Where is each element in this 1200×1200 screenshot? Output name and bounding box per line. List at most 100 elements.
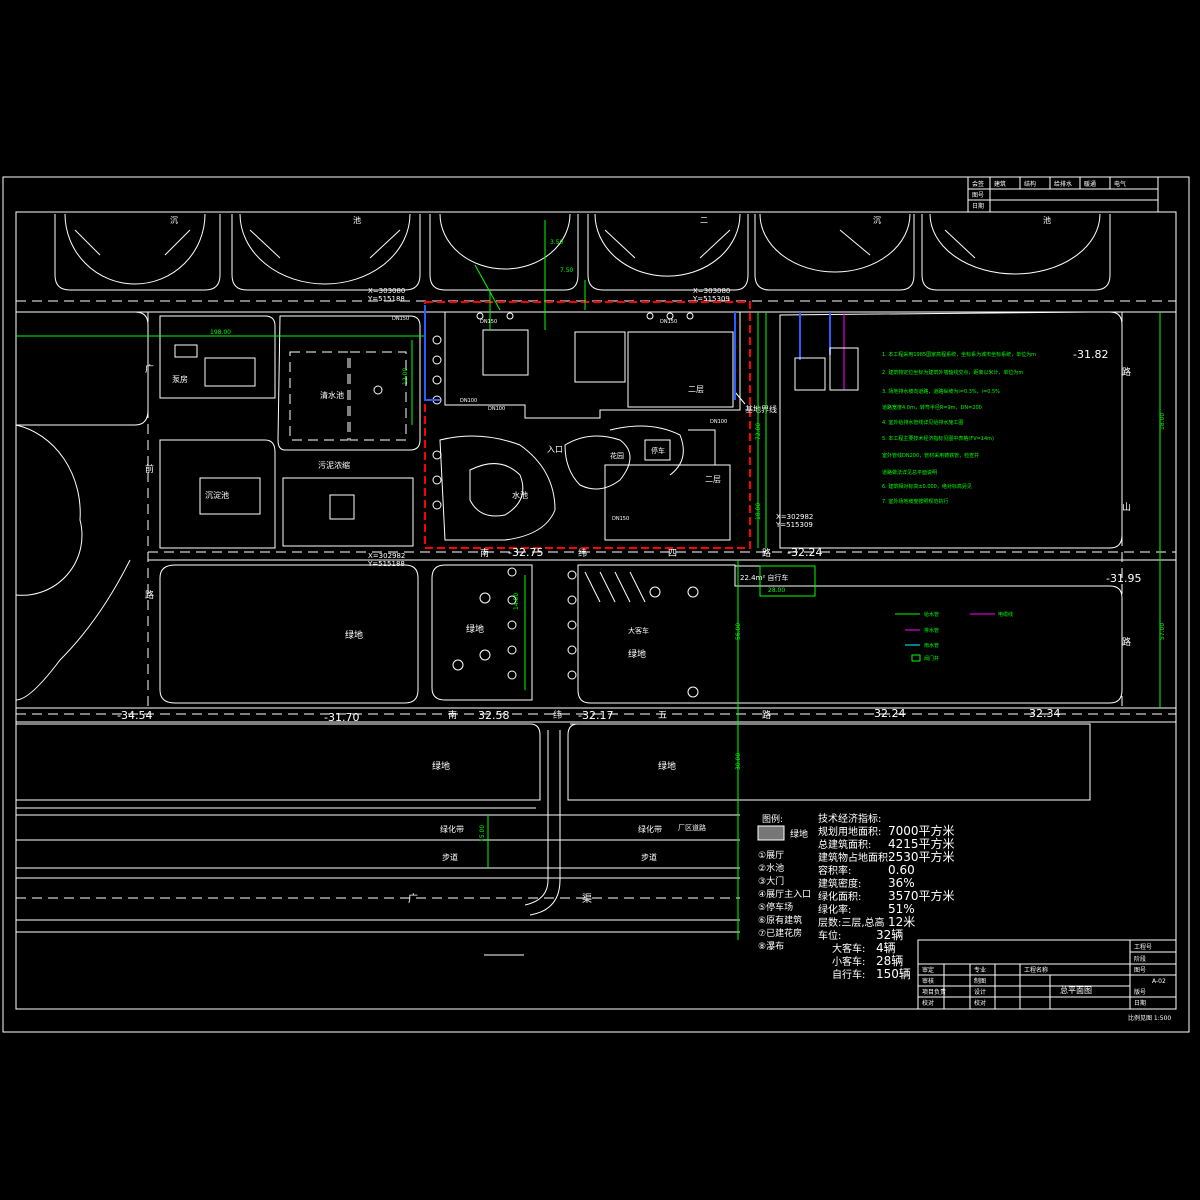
- indicator-label-4: 容积率:: [818, 864, 851, 877]
- legend-item-4: ④展厅主入口: [758, 888, 811, 900]
- walkway-label-2: 步道: [641, 852, 657, 862]
- elevation-8: -32.17: [578, 709, 613, 722]
- legend: 图例: 绿地 ①展厅 ②水池 ③大门 ④展厅主入口 ⑤停车场 ⑥原有建筑 ⑦已建…: [757, 813, 811, 952]
- drawing-number: A-02: [1152, 978, 1166, 985]
- garden: 水池 花园: [439, 425, 684, 541]
- left-road-label-2: 前: [145, 463, 154, 475]
- indicator-value-11: 28辆: [876, 954, 903, 968]
- indicator-value-12: 150辆: [876, 967, 911, 981]
- buildings: 二层 二层 入口 停车: [444, 311, 741, 541]
- indicator-value-2: 4215平方米: [888, 836, 955, 851]
- top-road: 沉 池 二 沉 池: [16, 215, 1176, 313]
- tb-row-4: 校对: [922, 999, 934, 1007]
- elevation-7: 32.58: [478, 709, 510, 722]
- indicator-label-6: 绿化面积:: [818, 890, 861, 903]
- south-road-5-char-3: 五: [658, 711, 667, 721]
- note-3: 3. 场地排水坡向道路，道路纵坡为i=0.3%，i=0.5%: [882, 388, 1000, 395]
- design-notes: 1. 本工程采用1985国家高程系统，坐标系为城市坐标系统，单位为m 2. 建筑…: [882, 351, 1036, 505]
- pipe-legend-4: 电缆线: [998, 611, 1013, 618]
- note-5c: 道路做法详见总平面说明: [882, 469, 937, 476]
- pipe-label-3: DN150: [480, 319, 497, 325]
- dimension-lines: 198.00 72.00 18.00 56.00 30.00 18.00 57.…: [16, 220, 1166, 940]
- green-blocks: 绿地 绿地 绿地 22.4m² 自行车 大客车: [159, 564, 1123, 704]
- note-5: 5. 本工程主要技术经济指标见图中表格(FV=14m): [882, 435, 994, 442]
- left-plant-area: 清水池 泵房 污泥浓缩 沉淀池: [15, 311, 421, 701]
- legend-item-7: ⑦已建花房: [758, 927, 802, 939]
- pipes: DN150 DN100 DN150 DN100 DN150 DN100 DN15…: [392, 305, 859, 522]
- canal-char-1: 广: [408, 893, 418, 905]
- right-road-label-2: 路: [1122, 636, 1131, 648]
- pipe-label-4: DN100: [488, 406, 505, 412]
- green-label-1: 绿地: [345, 629, 363, 641]
- coord-2-y: Y=515309: [692, 295, 730, 303]
- pipe-legend: 给水管 排水管 雨水管 电缆线 阀门井: [895, 611, 1013, 662]
- drawing-title: 总平面图: [1060, 985, 1092, 995]
- tb-right-5: 日期: [1134, 999, 1146, 1007]
- top-road-char-1: 沉: [170, 216, 178, 225]
- signoff-block: 会签 建筑 结构 给排水 暖通 电气 图号 日期: [967, 176, 1159, 213]
- pump-label: 泵房: [172, 374, 188, 384]
- coord-1-x: X=303080: [368, 287, 405, 295]
- indicator-label-7: 绿化率:: [818, 903, 851, 916]
- trees: [432, 312, 699, 698]
- green-belt-label-1: 绿化带: [440, 824, 464, 834]
- tb-row-1: 审定: [922, 966, 934, 974]
- indicator-label-8: 层数:三层,总高: [818, 916, 885, 929]
- green-label-2: 绿地: [466, 623, 484, 635]
- south-road-4: 南 纬 四 路: [148, 547, 1176, 561]
- green-label-4: 绿地: [432, 760, 450, 772]
- pipe-label-6: DN100: [710, 419, 727, 425]
- south-road-4-char-2: 纬: [578, 547, 587, 559]
- dim-7-5: 7.50: [560, 267, 574, 274]
- elevation-3: -32.24: [787, 546, 822, 559]
- legend-item-6: ⑥原有建筑: [758, 914, 802, 926]
- note-2: 2. 建筑物定位坐标为建筑外墙轴线交点，距离以米计，单位为m: [882, 369, 1023, 376]
- pipe-legend-2: 排水管: [924, 627, 939, 634]
- tb-cell-2: 制图: [974, 977, 986, 985]
- clearwater-label: 清水池: [320, 390, 344, 400]
- indicator-value-9: 32辆: [876, 928, 903, 942]
- sediment-label: 沉淀池: [205, 490, 229, 500]
- signoff-cell-1: 会签: [972, 180, 984, 188]
- boundary-label: 基地界线: [745, 404, 777, 414]
- coord-3-y: Y=515309: [775, 521, 813, 529]
- dim-57: 57.00: [1159, 623, 1166, 640]
- top-road-char-3: 二: [700, 216, 708, 225]
- indicator-value-4: 0.60: [888, 863, 915, 877]
- dim-12: 12.00: [402, 368, 409, 385]
- south-road-5-char-4: 路: [762, 709, 771, 721]
- walkway-label-1: 步道: [442, 852, 458, 862]
- note-1: 1. 本工程采用1985国家高程系统，坐标系为城市坐标系统，单位为m: [882, 351, 1036, 358]
- coord-2-x: X=303080: [693, 287, 730, 295]
- elevation-9: -32.24: [870, 707, 905, 720]
- water-pond-label: 水池: [512, 490, 528, 500]
- tb-right-1: 工程号: [1134, 943, 1152, 951]
- plant-road-label: 厂区道路: [678, 823, 706, 832]
- scale-note: 比例见图 1:500: [1128, 1014, 1171, 1022]
- coord-4-x: X=302982: [368, 552, 405, 560]
- dim-15: 15.00: [479, 825, 486, 842]
- lower-area: 绿地 绿地 绿化带 绿化带 厂区道路 步道 步道 广 渠: [16, 723, 1091, 956]
- pipe-legend-5: 阀门井: [924, 655, 939, 662]
- coordinates: X=303080 Y=515188 X=303080 Y=515309 X=30…: [367, 287, 813, 568]
- technical-indicators: 技术经济指标: 规划用地面积: 7000平方米 总建筑面积: 4215平方米 建…: [818, 812, 955, 981]
- dim-3-5: 3.50: [550, 239, 564, 246]
- note-3b: 道路宽度4.0m，转弯半径R=9m，DN=200: [882, 404, 982, 411]
- dim-56: 56.00: [735, 623, 742, 640]
- south-road-4-char-4: 路: [762, 547, 771, 559]
- elevation-10: -32.34: [1025, 707, 1060, 720]
- indicator-label-10: 大客车:: [832, 942, 865, 955]
- dim-72: 72.00: [755, 423, 762, 440]
- legend-item-3: ③大门: [758, 875, 784, 887]
- coord-1-y: Y=515188: [367, 295, 405, 303]
- legend-item-5: ⑤停车场: [758, 901, 793, 913]
- two-story-label-2: 二层: [705, 475, 721, 484]
- south-road-5-char-2: 纬: [553, 709, 562, 721]
- right-road-label-1: 山: [1122, 502, 1131, 513]
- signoff-cell-5: 暖通: [1084, 180, 1096, 188]
- south-road-4-char-1: 南: [480, 547, 489, 559]
- legend-swatch-label: 绿地: [790, 828, 808, 840]
- south-road-4-char-3: 四: [668, 549, 677, 559]
- left-road-label-3: 路: [145, 589, 154, 601]
